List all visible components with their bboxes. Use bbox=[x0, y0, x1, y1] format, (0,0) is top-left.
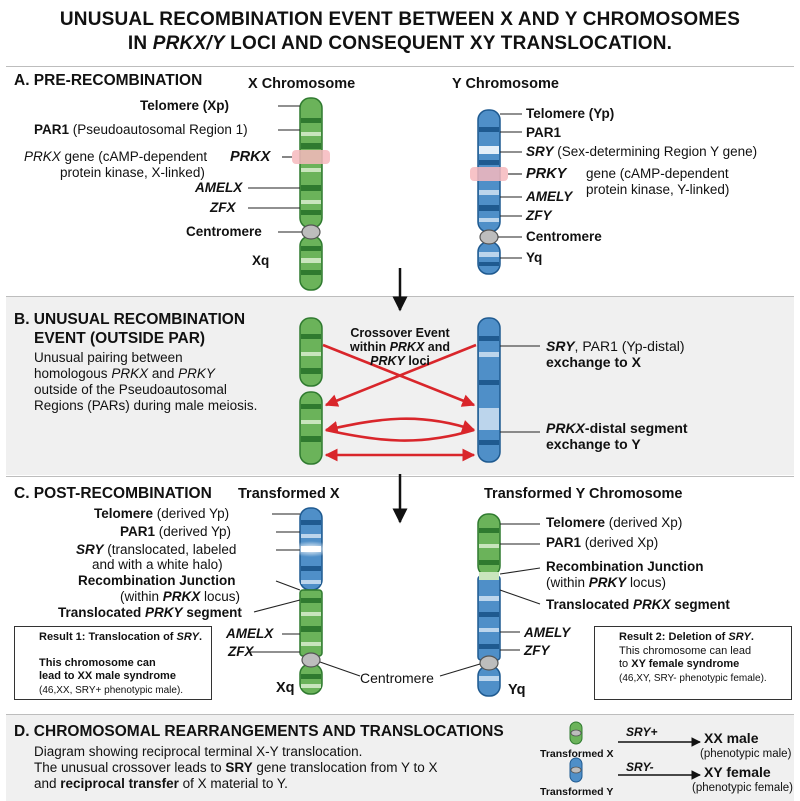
x-prkx-label: PRKX bbox=[230, 149, 271, 165]
heading-rearrangements: D. CHROMOSOMAL REARRANGEMENTS AND TRANSL… bbox=[14, 723, 504, 740]
b-desc-3: outside of the Pseudoautosomal bbox=[34, 382, 227, 397]
result1-body-3: (46,XX, SRY+ phenotypic male). bbox=[39, 685, 184, 696]
x-par1-label: PAR1 (Pseudoautosomal Region 1) bbox=[34, 122, 248, 137]
y-prky-desc-1: gene (cAMP-dependent bbox=[586, 166, 729, 181]
result2-heading: Result 2: Deletion of SRY. bbox=[619, 631, 754, 643]
legend-xx-male-desc: (phenotypic male) bbox=[700, 748, 792, 760]
tx-sry-label: SRY (translocated, labeled bbox=[76, 542, 237, 557]
x-leader-lines bbox=[248, 105, 302, 233]
b-desc-1: Unusual pairing between bbox=[34, 350, 183, 365]
tx-amelx-label: AMELX bbox=[226, 626, 274, 641]
legend-transformed-x-label: Transformed X bbox=[540, 748, 614, 760]
d-line-3: and reciprocal transfer of X material to… bbox=[34, 776, 288, 791]
x-prkx-gene-desc-2: protein kinase, X-linked) bbox=[60, 165, 205, 180]
y-chromosome-pairing bbox=[477, 317, 501, 463]
tx-sry-desc-2: and with a white halo) bbox=[92, 557, 223, 572]
crossover-event-label-2: within PRKX and bbox=[349, 340, 450, 354]
b-right-3: PRKX-distal segment bbox=[546, 420, 688, 436]
y-par1-label: PAR1 bbox=[526, 125, 562, 140]
legend-sry-minus: SRY- bbox=[626, 760, 654, 774]
tx-translocated-label: Translocated PRKY segment bbox=[58, 605, 242, 620]
tx-leader-lines bbox=[248, 513, 301, 653]
x-zfx-label: ZFX bbox=[210, 200, 236, 215]
heading-post-recombination: C. POST-RECOMBINATION bbox=[14, 485, 212, 502]
y-prky-desc-2: protein kinase, Y-linked) bbox=[586, 182, 730, 197]
x-prkx-gene-desc: PRKX gene (cAMP-dependent bbox=[24, 149, 208, 164]
y-centromere-label: Centromere bbox=[526, 229, 602, 244]
legend-transformed-x-icon bbox=[569, 721, 583, 745]
y-prky-label: PRKY bbox=[526, 166, 567, 182]
y-telomere-label: Telomere (Yp) bbox=[526, 106, 615, 121]
crossover-event-label-3: PRKY loci bbox=[370, 354, 430, 368]
legend-xx-male: XX male bbox=[704, 730, 759, 746]
result2-body: This chromosome can lead bbox=[619, 645, 752, 657]
d-line-2: The unusual crossover leads to SRY gene … bbox=[34, 760, 438, 775]
tx-par1-label: PAR1 (derived Yp) bbox=[120, 524, 232, 539]
x-centromere-label: Centromere bbox=[186, 224, 262, 239]
b-right-1: SRY, PAR1 (Yp-distal) bbox=[546, 338, 685, 354]
y-leader-lines bbox=[498, 113, 522, 259]
ty-leader-lines bbox=[499, 523, 541, 651]
x-chromosome-pairing bbox=[299, 317, 323, 465]
result2-body-2: to XY female syndrome bbox=[619, 658, 740, 670]
y-chromosome bbox=[470, 109, 508, 275]
transformed-y-chromosome bbox=[477, 513, 501, 697]
tx-telomere-label: Telomere (derived Yp) bbox=[94, 506, 230, 521]
ty-telomere-label: Telomere (derived Xp) bbox=[546, 515, 683, 530]
b-right-4: exchange to Y bbox=[546, 436, 641, 452]
x-xq-label: Xq bbox=[252, 253, 270, 268]
heading-pre-recombination: A. PRE-RECOMBINATION bbox=[14, 72, 203, 89]
legend-transformed-y-icon bbox=[569, 757, 583, 783]
y-yq-label: Yq bbox=[526, 250, 543, 265]
tx-zfx-label: ZFX bbox=[228, 644, 254, 659]
result2-body-3: (46,XY, SRY- phenotypic female). bbox=[619, 673, 767, 684]
b-leader-lines bbox=[500, 345, 540, 433]
ty-amely-label: AMELY bbox=[524, 625, 571, 640]
x-amelx-label: AMELX bbox=[195, 180, 243, 195]
y-sry-label: SRY (Sex-determining Region Y gene) bbox=[526, 144, 758, 159]
page-title-line2: IN PRKX/Y LOCI AND CONSEQUENT XY TRANSLO… bbox=[127, 33, 673, 54]
y-chromosome-title: Y Chromosome bbox=[452, 76, 559, 92]
result1-heading: Result 1: Translocation of SRY. bbox=[39, 631, 203, 643]
centromere-leader-lines bbox=[319, 661, 481, 677]
legend-transformed-y-label: Transformed Y bbox=[540, 786, 614, 798]
x-telomere-label: Telomere (Xp) bbox=[140, 98, 230, 113]
transformed-x-chromosome bbox=[289, 507, 333, 695]
b-right-2: exchange to X bbox=[546, 354, 641, 370]
result1-body-2: lead to XX male syndrome bbox=[39, 670, 176, 682]
b-desc-4: Regions (PARs) during male meiosis. bbox=[34, 398, 258, 413]
b-desc-2: homologous PRKX and PRKY bbox=[34, 366, 215, 381]
x-chromosome-title: X Chromosome bbox=[248, 76, 356, 92]
ty-par1-label: PAR1 (derived Xp) bbox=[546, 535, 659, 550]
d-line-1: Diagram showing reciprocal terminal X-Y … bbox=[34, 744, 363, 759]
y-amely-label: AMELY bbox=[526, 189, 573, 204]
page-title-line1: UNUSUAL RECOMBINATION EVENT BETWEEN X AN… bbox=[59, 9, 741, 30]
legend-xy-female-desc: (phenotypic female) bbox=[692, 782, 793, 794]
heading-unusual-recombination-2: EVENT (OUTSIDE PAR) bbox=[34, 330, 206, 347]
transformed-y-title: Transformed Y Chromosome bbox=[484, 486, 683, 502]
ty-translocated-label: Translocated PRKX segment bbox=[546, 597, 730, 612]
tx-xq-label: Xq bbox=[276, 680, 295, 696]
legend-xy-female: XY female bbox=[704, 764, 771, 780]
c-centromere-label: Centromere bbox=[360, 670, 434, 686]
tx-junction-label: Recombination Junction bbox=[78, 573, 236, 588]
crossover-event-label-1: Crossover Event bbox=[350, 326, 450, 340]
result1-box: Result 1: Translocation of SRY. This chr… bbox=[14, 626, 212, 700]
ty-junction-label: Recombination Junction bbox=[546, 559, 704, 574]
heading-unusual-recombination: B. UNUSUAL RECOMBINATION bbox=[14, 311, 246, 328]
ty-junction-desc: (within PRKY locus) bbox=[546, 575, 667, 590]
ty-zfy-label: ZFY bbox=[524, 643, 550, 658]
panel-pre-recombination bbox=[6, 66, 794, 295]
panel-rearrangements bbox=[6, 714, 794, 801]
tx-junction-desc: (within PRKX locus) bbox=[120, 589, 241, 604]
transformed-x-title: Transformed X bbox=[238, 486, 340, 502]
crossover-lines bbox=[322, 343, 477, 462]
legend-sry-plus: SRY+ bbox=[626, 725, 658, 739]
result2-box: Result 2: Deletion of SRY. This chromoso… bbox=[594, 626, 792, 700]
result1-body: This chromosome can bbox=[39, 657, 156, 669]
y-zfy-label: ZFY bbox=[526, 208, 552, 223]
panel-unusual-recombination bbox=[6, 296, 794, 475]
x-chromosome bbox=[292, 97, 330, 291]
ty-yq-label: Yq bbox=[508, 682, 526, 698]
